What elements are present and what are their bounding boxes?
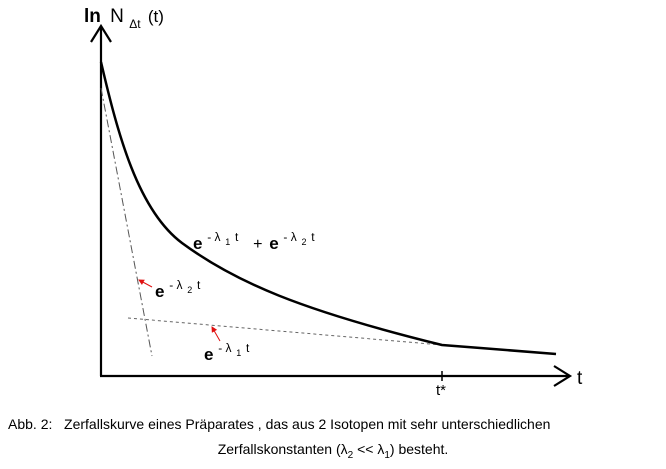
y-axis-label: ln N Δt (t) [84,6,164,33]
lambda1-label: e - λ 1 t [204,337,250,364]
x-axis-label: t [577,368,583,389]
caption-line-1: Abb. 2: Zerfallskurve eines Präparates ,… [0,412,666,437]
lambda2-label: e - λ 2 t [155,274,201,301]
lambda2-asymptote [100,87,153,357]
sum-curve-label: e - λ 1 t + e - λ 2 t [193,226,315,253]
caption-prefix: Abb. 2: [8,416,53,432]
caption-text-1: Zerfallskurve eines Präparates , das aus… [64,416,551,432]
t-star-label: t* [436,382,446,399]
lambda1-asymptote [127,317,443,346]
decay-curve [99,61,557,356]
x-axis-arrow [553,365,573,387]
lambda1-pointer [211,326,221,342]
y-axis-arrow [90,23,112,43]
decay-diagram: ln N Δt (t) t t* e - λ 1 t + e - λ 2 t e… [84,6,583,399]
lambda2-pointer [138,279,153,288]
figure-caption: Abb. 2: Zerfallskurve eines Präparates ,… [0,412,666,468]
caption-line-2: Zerfallskonstanten (λ2 << λ1) besteht. [217,441,449,461]
